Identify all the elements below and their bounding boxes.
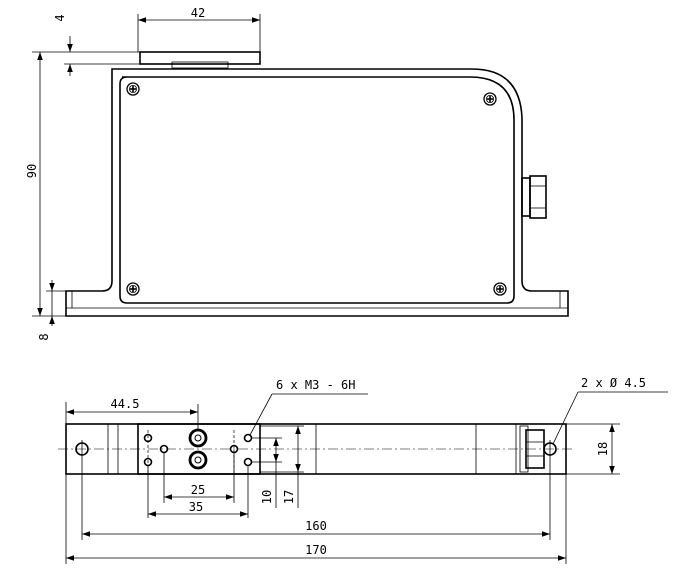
dim-height-17: 17: [282, 490, 296, 504]
side-connector: [521, 175, 547, 219]
housing-lid: [119, 76, 515, 304]
screw-icon: [126, 282, 140, 296]
top-view: 42 4 90 8: [25, 6, 569, 341]
thread-holes: [143, 433, 253, 467]
bolt-heads: [188, 428, 208, 470]
dim-hole-pitch: 160: [305, 519, 327, 533]
dim-height-10: 10: [260, 490, 274, 504]
dim-spacing-35: 35: [189, 500, 203, 514]
dim-bracket-thickness: 4: [53, 14, 67, 21]
top-bracket-tab: [171, 61, 229, 69]
dim-base-thickness: 8: [37, 333, 51, 340]
dim-height: 90: [25, 164, 39, 178]
top-bracket: [139, 51, 261, 65]
bottom-view: 44.5 6 x M3 - 6H 2 x Ø 4.5 25 35 10 17: [58, 376, 668, 564]
callout-holes: 2 x Ø 4.5: [581, 376, 646, 390]
dim-total-length: 170: [305, 543, 327, 557]
dim-spacing-25: 25: [191, 483, 205, 497]
dim-height-18: 18: [596, 442, 610, 456]
screw-icon: [493, 282, 507, 296]
dim-bracket-width: 42: [191, 6, 205, 20]
screw-icon: [483, 92, 497, 106]
dim-offset: 44.5: [111, 397, 140, 411]
screw-icon: [126, 82, 140, 96]
housing-outline: [65, 68, 569, 317]
callout-threads: 6 x M3 - 6H: [276, 378, 355, 392]
